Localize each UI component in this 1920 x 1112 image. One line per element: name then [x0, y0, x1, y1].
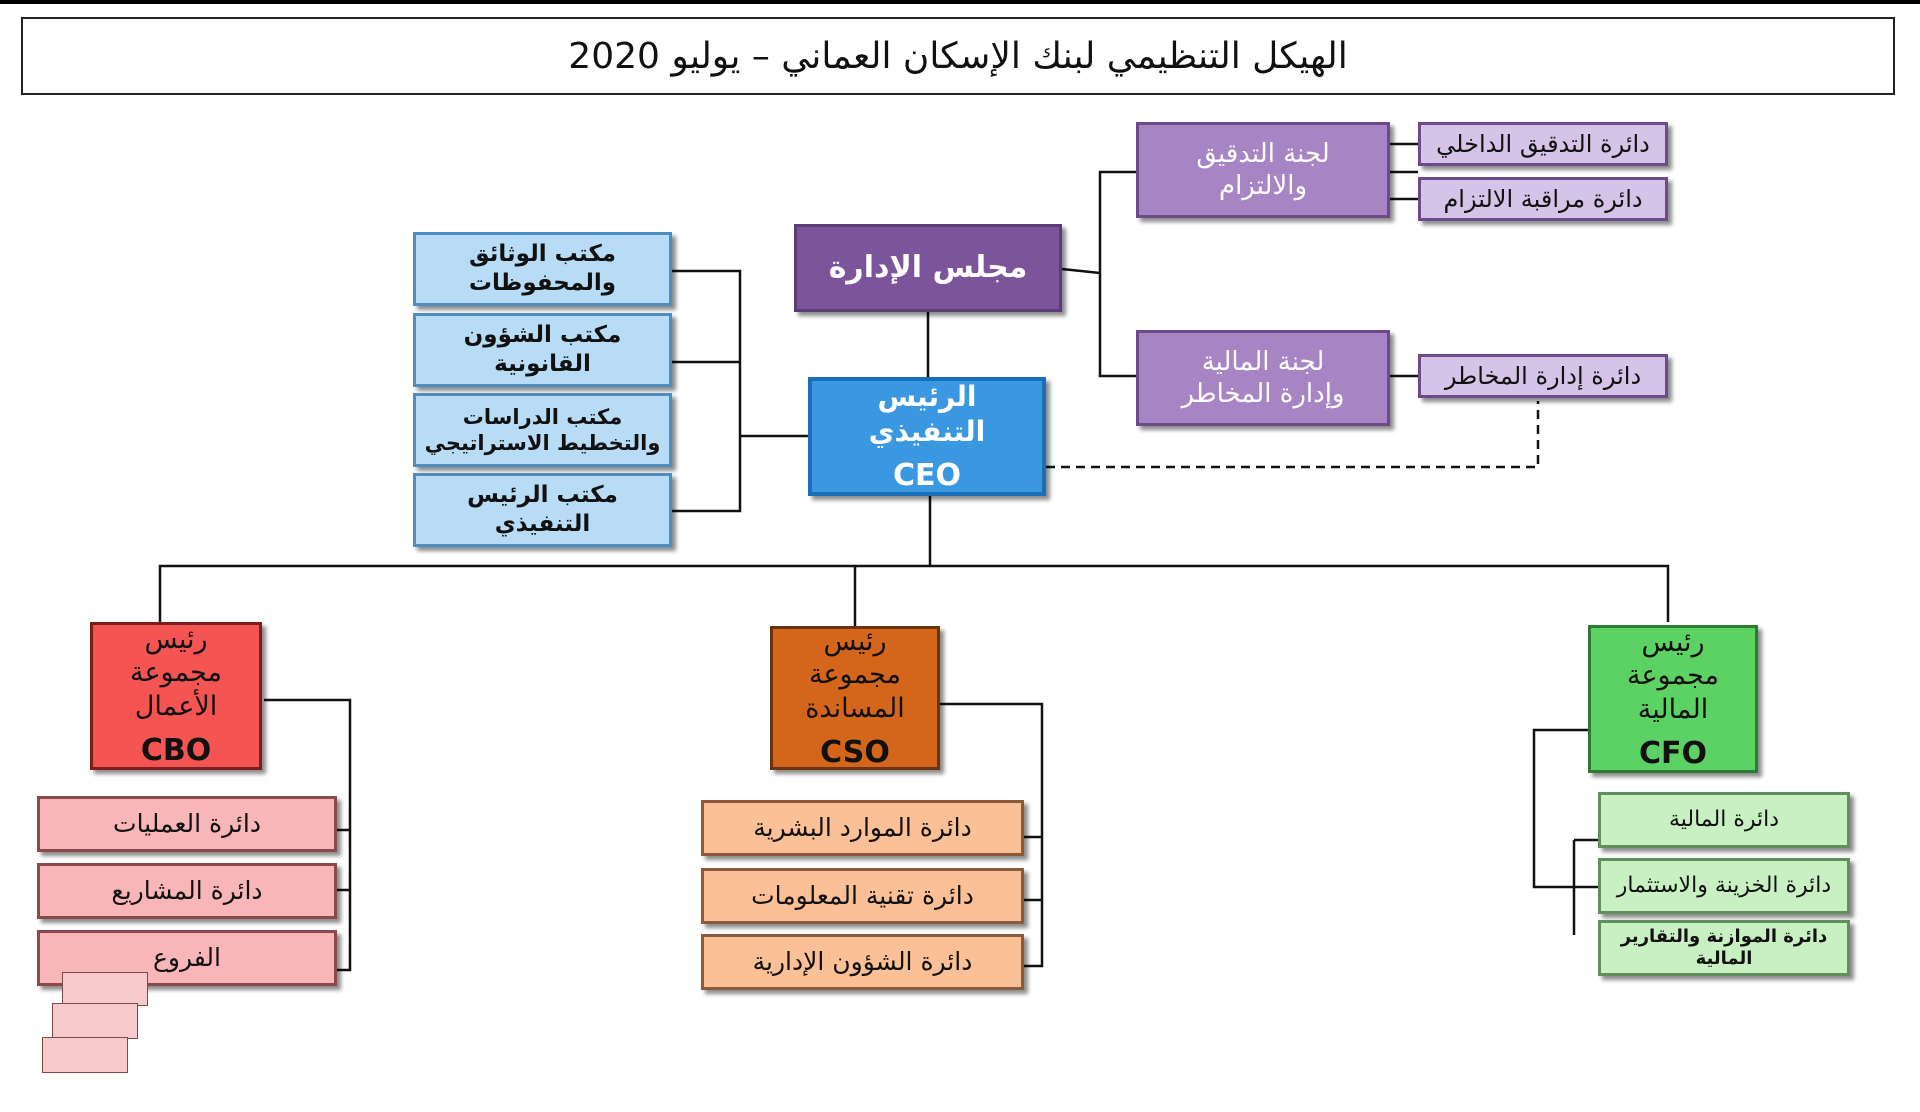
cso-dept-admin-box: دائرة الشؤون الإدارية — [701, 934, 1024, 990]
branch-stack-shape — [62, 972, 148, 1006]
cfo-dept-treasury-label: دائرة الخزينة والاستثمار — [1616, 873, 1832, 899]
cbo-line2: الأعمال — [134, 691, 218, 723]
cfo-box: رئيس مجموعة المالية CFO — [1588, 625, 1758, 773]
branch-stack-shape — [52, 1003, 138, 1039]
risk-dept-label: دائرة إدارة المخاطر — [1444, 362, 1642, 390]
top-border — [0, 0, 1920, 4]
board-label: مجلس الإدارة — [828, 250, 1028, 286]
ceo-box: الرئيس التنفيذي CEO — [808, 377, 1046, 496]
cbo-dept-projects-label: دائرة المشاريع — [111, 876, 263, 906]
risk-dept-box: دائرة إدارة المخاطر — [1418, 354, 1668, 398]
board-box: مجلس الإدارة — [794, 224, 1062, 312]
cbo-dept-operations-label: دائرة العمليات — [113, 809, 261, 839]
cso-line2: المساندة — [805, 693, 905, 725]
studies-office-box: مكتب الدراسات والتخطيط الاستراتيجي — [413, 393, 672, 467]
cso-dept-it-label: دائرة تقنية المعلومات — [751, 881, 974, 911]
documents-office-line2: والمحفوظات — [468, 270, 617, 296]
cbo-bracket — [264, 698, 352, 972]
cbo-line1: رئيس مجموعة — [129, 623, 223, 689]
ceo-title: الرئيس التنفيذي — [868, 379, 986, 448]
cbo-box: رئيس مجموعة الأعمال CBO — [90, 622, 262, 770]
page-title-text: الهيكل التنظيمي لبنك الإسكان العماني – ي… — [568, 35, 1348, 77]
cso-code: CSO — [820, 734, 890, 770]
cbo-code: CBO — [140, 732, 212, 768]
cso-line1: رئيس مجموعة — [808, 625, 902, 691]
cso-box: رئيس مجموعة المساندة CSO — [770, 626, 940, 770]
ceo-offices-bracket — [672, 269, 742, 513]
finance-committee-line2: وإدارة المخاطر — [1181, 379, 1345, 409]
internal-audit-dept-box: دائرة التدقيق الداخلي — [1418, 122, 1668, 166]
finance-committee-line1: لجنة المالية — [1201, 346, 1325, 377]
finance-committee-box: لجنة المالية وإدارة المخاطر — [1136, 330, 1390, 426]
audit-committee-box: لجنة التدقيق والالتزام — [1136, 122, 1390, 218]
cfo-code: CFO — [1639, 735, 1708, 771]
branch-stack-shape — [42, 1037, 128, 1073]
cfo-dept-budget-label: دائرة الموازنة والتقارير المالية — [1620, 925, 1828, 970]
page-title: الهيكل التنظيمي لبنك الإسكان العماني – ي… — [21, 17, 1895, 95]
ceo-office-label: مكتب الرئيس التنفيذي — [467, 482, 618, 537]
cso-dept-it-box: دائرة تقنية المعلومات — [701, 868, 1024, 924]
documents-office-box: مكتب الوثائق والمحفوظات — [413, 232, 672, 306]
audit-committee-line1: لجنة التدقيق — [1196, 138, 1330, 169]
groups-bar — [158, 564, 1670, 622]
cbo-dept-branches-label: الفروع — [153, 943, 221, 973]
legal-office-box: مكتب الشؤون القانونية — [413, 313, 672, 387]
cfo-dept-treasury-box: دائرة الخزينة والاستثمار — [1598, 858, 1850, 914]
cfo-line1: رئيس مجموعة — [1626, 626, 1720, 692]
cso-dept-hr-box: دائرة الموارد البشرية — [701, 800, 1024, 856]
cso-dept-admin-label: دائرة الشؤون الإدارية — [752, 947, 973, 977]
cfo-line2: المالية — [1637, 694, 1709, 726]
legal-office-label: مكتب الشؤون القانونية — [463, 322, 622, 377]
studies-office-line2: والتخطيط الاستراتيجي — [424, 431, 661, 455]
ceo-office-box: مكتب الرئيس التنفيذي — [413, 473, 672, 547]
ceo-code: CEO — [893, 457, 962, 493]
cfo-dept-finance-box: دائرة المالية — [1598, 792, 1850, 848]
internal-audit-dept-label: دائرة التدقيق الداخلي — [1436, 130, 1650, 158]
studies-office-line1: مكتب الدراسات — [462, 404, 623, 429]
committee-bracket — [1098, 170, 1136, 378]
documents-office-line1: مكتب الوثائق — [469, 241, 616, 268]
cso-bracket — [940, 702, 1044, 968]
cbo-dept-operations-box: دائرة العمليات — [37, 796, 337, 852]
cfo-dept-finance-label: دائرة المالية — [1668, 807, 1780, 833]
audit-committee-line2: والالتزام — [1218, 171, 1308, 201]
cfo-bracket — [1532, 728, 1598, 889]
compliance-dept-label: دائرة مراقبة الالتزام — [1443, 185, 1643, 213]
cfo-dept-budget-box: دائرة الموازنة والتقارير المالية — [1598, 920, 1850, 976]
compliance-dept-box: دائرة مراقبة الالتزام — [1418, 177, 1668, 221]
cso-dept-hr-label: دائرة الموارد البشرية — [753, 813, 972, 843]
board-committee-connector — [1061, 267, 1101, 275]
cbo-dept-projects-box: دائرة المشاريع — [37, 863, 337, 919]
